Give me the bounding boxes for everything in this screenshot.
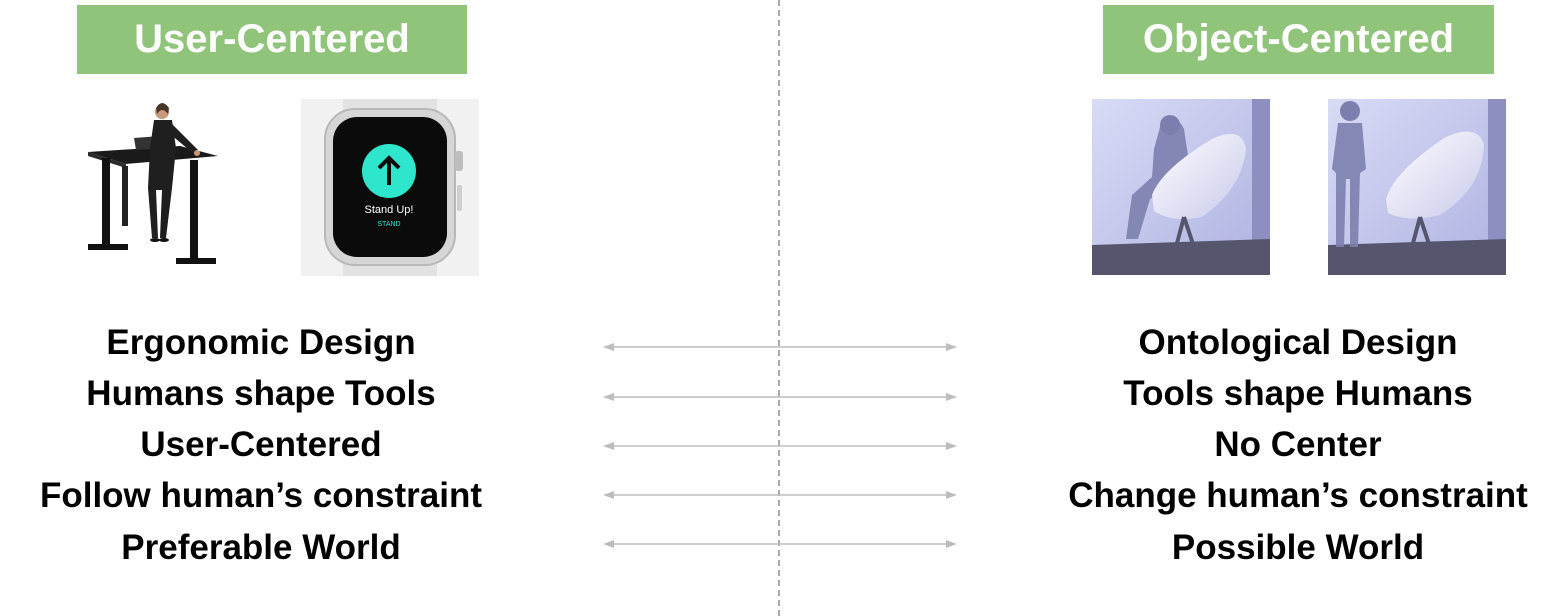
arrow-row-1	[603, 343, 957, 351]
left-row-3: User-Centered	[140, 425, 382, 464]
user-centered-title: User-Centered	[134, 17, 410, 61]
object-centered-title: Object-Centered	[1142, 17, 1455, 61]
left-row-4: Follow human’s constraint	[39, 476, 483, 515]
object-centered-header: Object-Centered	[1103, 5, 1494, 74]
watch-stand-up-text: Stand Up!	[365, 204, 414, 216]
smartwatch-illustration: Stand Up! STAND	[301, 99, 479, 276]
watch-stand-subtext: STAND	[377, 221, 400, 228]
arrow-row-2	[603, 393, 957, 401]
user-centered-header: User-Centered	[77, 5, 467, 74]
left-row-5: Preferable World	[121, 528, 401, 567]
arrow-row-4	[603, 491, 957, 499]
center-divider	[778, 0, 780, 616]
standing-desk-illustration	[88, 103, 218, 264]
right-row-4: Change human’s constraint	[1068, 476, 1528, 515]
arrow-row-3	[603, 442, 957, 450]
chair-seated-human-illustration	[1092, 99, 1270, 275]
right-row-1: Ontological Design	[1138, 323, 1458, 362]
left-row-2: Humans shape Tools	[86, 374, 436, 413]
right-row-3: No Center	[1214, 425, 1382, 464]
chair-standing-human-illustration	[1328, 99, 1506, 275]
left-row-1: Ergonomic Design	[106, 323, 416, 362]
arrow-row-5	[603, 540, 957, 548]
right-row-5: Possible World	[1171, 528, 1425, 567]
right-row-2: Tools shape Humans	[1123, 374, 1473, 413]
